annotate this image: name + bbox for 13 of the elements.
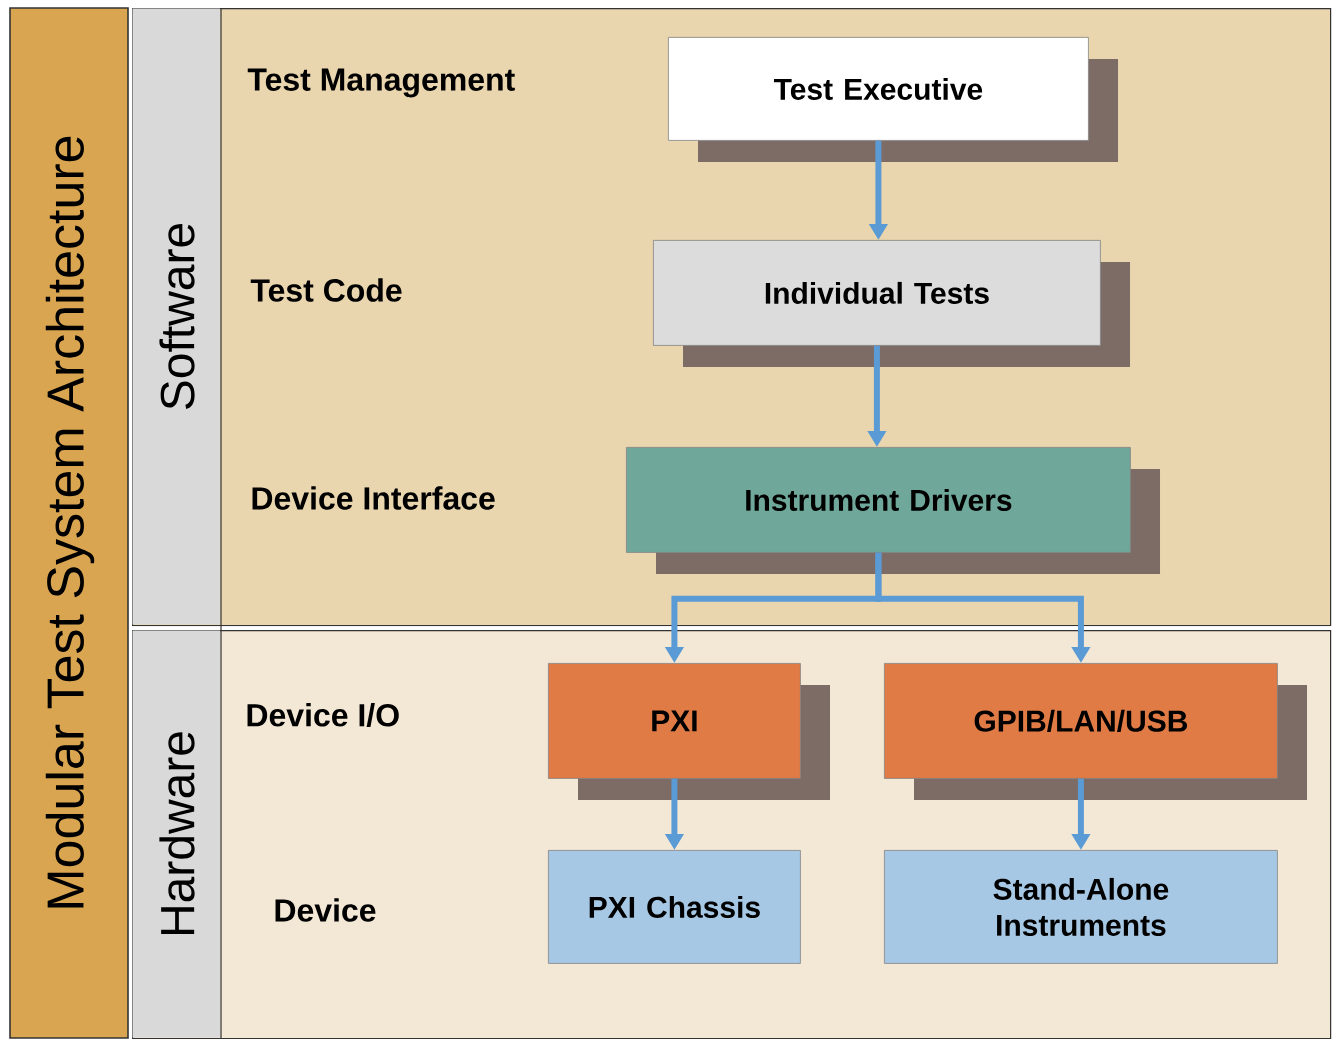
process-box: Test Executive — [668, 37, 1118, 162]
process-box: Stand-Alone Instruments — [884, 850, 1278, 964]
process-box: GPIB/LAN/USB — [884, 663, 1307, 800]
process-box: PXI — [548, 663, 830, 800]
process-box: Individual Tests — [653, 240, 1130, 367]
layer-label: Device I/O — [247, 703, 399, 727]
process-box: Instrument Drivers — [626, 447, 1160, 574]
layer-label: Device Interface — [252, 486, 495, 510]
layer-label: Device — [275, 898, 376, 922]
layer-label: Test Code — [250, 278, 402, 302]
layer-label: Test Management — [247, 68, 515, 98]
process-box: PXI Chassis — [548, 850, 801, 964]
title-band: Modular Test System Architecture — [9, 7, 129, 1039]
